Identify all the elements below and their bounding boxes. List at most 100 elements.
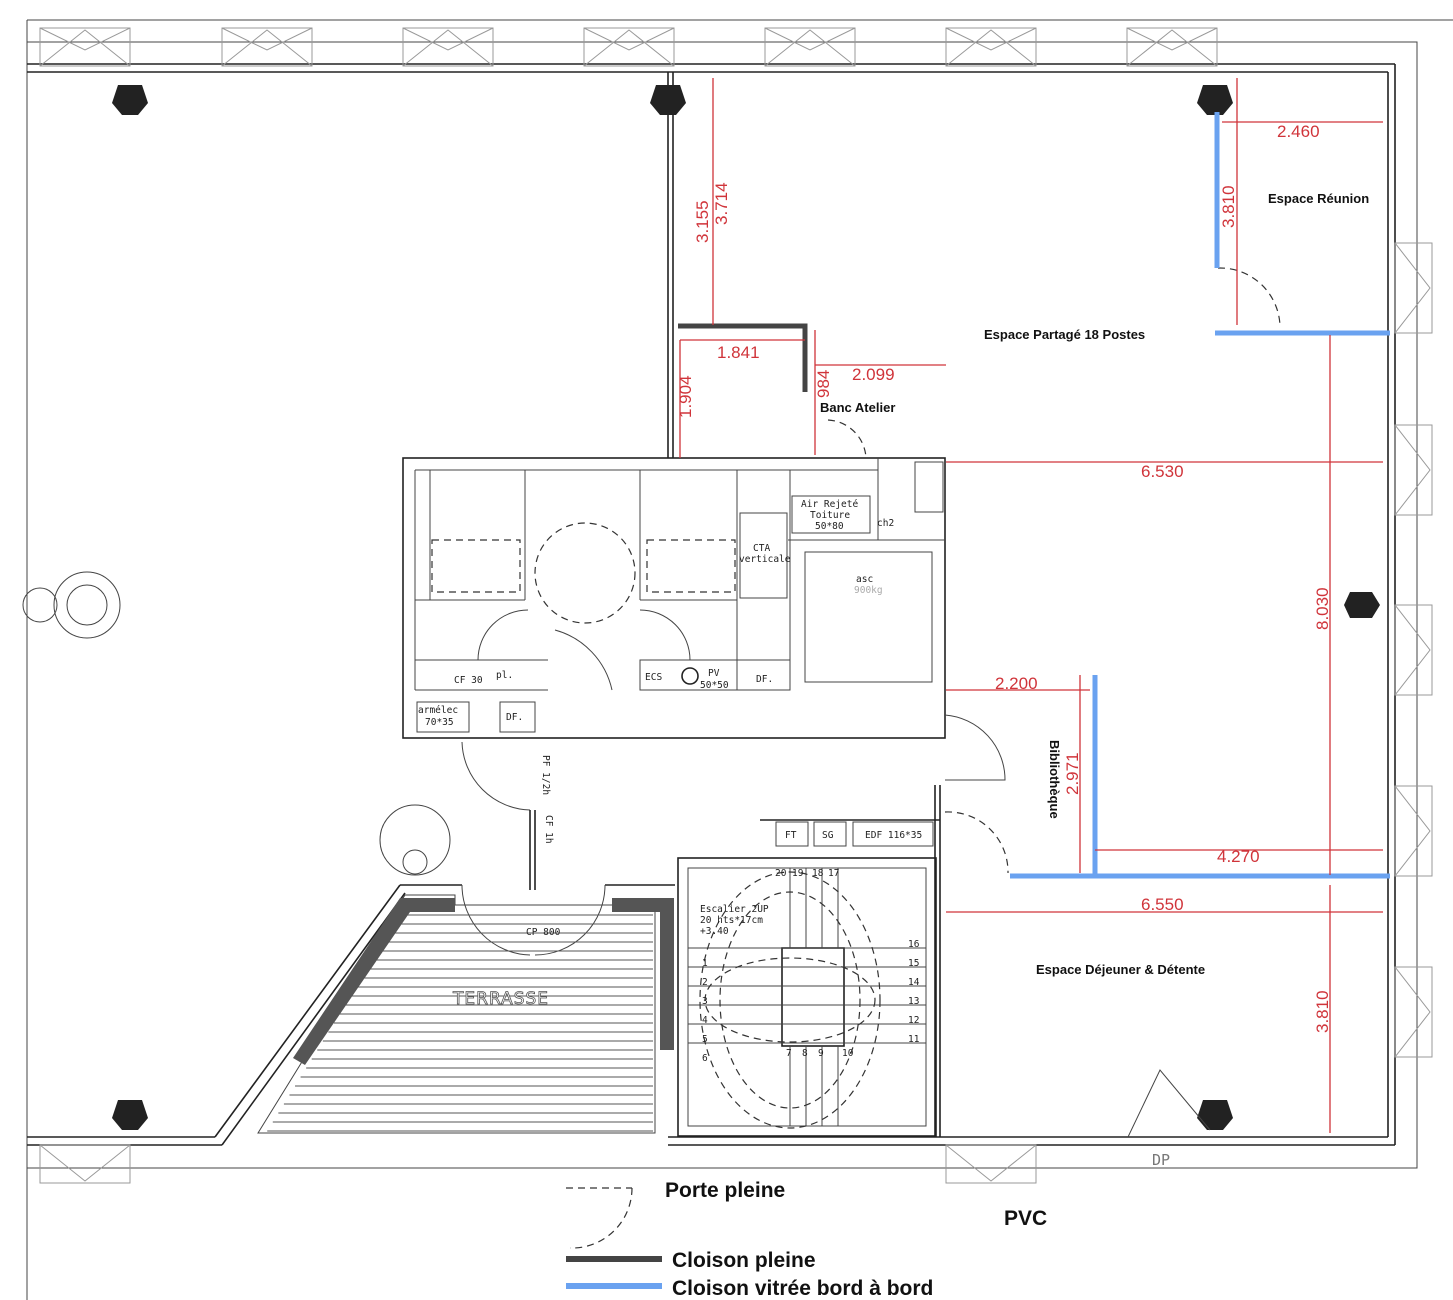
dimension-lines [679,78,1383,1133]
cloison-pleine-wall [678,323,808,392]
window [1394,785,1433,877]
legend-door-symbol [566,1187,633,1249]
stair-step-number: 13 [908,996,919,1007]
label-pl: pl. [496,670,513,681]
interior-walls [22,72,1281,1138]
stair-step-number: 11 [908,1034,920,1045]
dim-1904: 1.904 [676,375,695,418]
column [1197,1100,1233,1130]
column [1197,85,1233,115]
staircase [677,857,937,1137]
label-armelec-size: 70*35 [425,717,454,728]
window [764,27,856,67]
dim-8030: 8.030 [1313,587,1332,630]
stair-step-number: 8 [802,1048,808,1059]
room-terrasse: TERRASSE [452,989,549,1009]
label-ft: FT [785,830,797,841]
stair-step-number: 1 [702,958,708,969]
room-espace-dejeuner: Espace Déjeuner & Détente [1036,962,1205,977]
dimension-labels: 3.714 3.155 1.904 1.841 2.099 984 6.530 … [676,122,1332,1033]
label-asc-capacity: 900kg [854,585,883,596]
column [1344,592,1380,618]
dim-984: 984 [814,370,833,398]
room-labels: Espace Réunion Espace Partagé 18 Postes … [452,191,1370,1009]
stair-step-number: 5 [702,1034,708,1045]
window [221,27,313,67]
stair-step-number: 4 [702,1015,708,1026]
stair-step-number: 12 [908,1015,919,1026]
dim-6550: 6.550 [1141,895,1184,914]
window [1394,604,1433,696]
label-ecs: ECS [645,672,662,683]
stair-step-number: 7 [786,1048,792,1059]
stair-step-number: 6 [702,1053,708,1064]
stair-step-number: 15 [908,958,919,969]
dim-3810-top: 3.810 [1219,185,1238,228]
dim-2971: 2.971 [1063,752,1082,795]
window [583,27,675,67]
label-escalier: Escalier 2UP [700,904,769,915]
label-pf: PF 1/2h [540,755,551,795]
window [945,1144,1037,1184]
windows-top [39,27,1433,1184]
label-cta: CTA [753,543,770,554]
dim-2460: 2.460 [1277,122,1320,141]
label-cp: CP 800 [526,927,561,938]
legend-cloison-pleine: Cloison pleine [672,1249,816,1272]
label-pv-size: 50*50 [700,680,729,691]
window [1126,27,1218,67]
dim-3714: 3.714 [712,182,731,225]
dim-4270: 4.270 [1217,847,1260,866]
window [39,1144,131,1184]
stair-step-number: 18 [812,868,824,879]
room-espace-reunion: Espace Réunion [1268,191,1369,206]
label-toiture: Toiture [810,510,850,521]
column [112,1100,148,1130]
label-cf30: CF 30 [454,675,483,686]
window [945,27,1037,67]
label-asc: asc [856,574,873,585]
column [112,85,148,115]
stair-step-number: 14 [908,977,920,988]
label-air-size: 50*80 [815,521,844,532]
legend-cloison-vitree: Cloison vitrée bord à bord [672,1277,933,1300]
dim-2099: 2.099 [852,365,895,384]
columns [112,85,1380,1130]
label-cf: CF 1h [543,815,554,844]
label-sg: SG [822,830,834,841]
dim-2200: 2.200 [995,674,1038,693]
dim-3155: 3.155 [693,200,712,243]
legend-porte-pleine: Porte pleine [665,1179,785,1202]
stair-step-number: 2 [702,977,708,988]
label-escalier-level: +3.40 [700,926,729,937]
room-bibliotheque: Bibliothèque [1047,740,1062,819]
label-escalier-hts: 20 hts*17cm [700,915,763,926]
dim-6530: 6.530 [1141,462,1184,481]
label-cta-verticale: verticale [739,554,791,565]
stair-step-number: 3 [702,996,708,1007]
label-dp: DP [1152,1151,1170,1169]
legend: Porte pleine PVC Cloison pleine Cloison … [566,1179,1047,1300]
dim-3810-bottom: 3.810 [1313,990,1332,1033]
window [402,27,494,67]
dim-1841: 1.841 [717,343,760,362]
glass-partitions [1010,112,1390,879]
stair-step-number: 9 [818,1048,824,1059]
room-espace-partage: Espace Partagé 18 Postes [984,327,1145,342]
stair-step-number: 16 [908,939,920,950]
label-df-1: DF. [756,674,773,685]
label-air-rejete: Air Rejeté [801,499,858,510]
legend-pvc: PVC [1004,1207,1047,1230]
window [1394,424,1433,516]
stair-step-number: 10 [842,1048,854,1059]
room-banc-atelier: Banc Atelier [820,400,895,415]
label-armelec: armélec [418,705,458,716]
terrace [257,894,674,1134]
label-edf: EDF 116*35 [865,830,922,841]
label-pv: PV [708,668,720,679]
window [1394,966,1433,1058]
stair-step-number: 19 [792,868,804,879]
stair-step-number: 17 [828,868,839,879]
core-labels: Air Rejeté Toiture 50*80 CTA verticale a… [418,499,1170,1169]
